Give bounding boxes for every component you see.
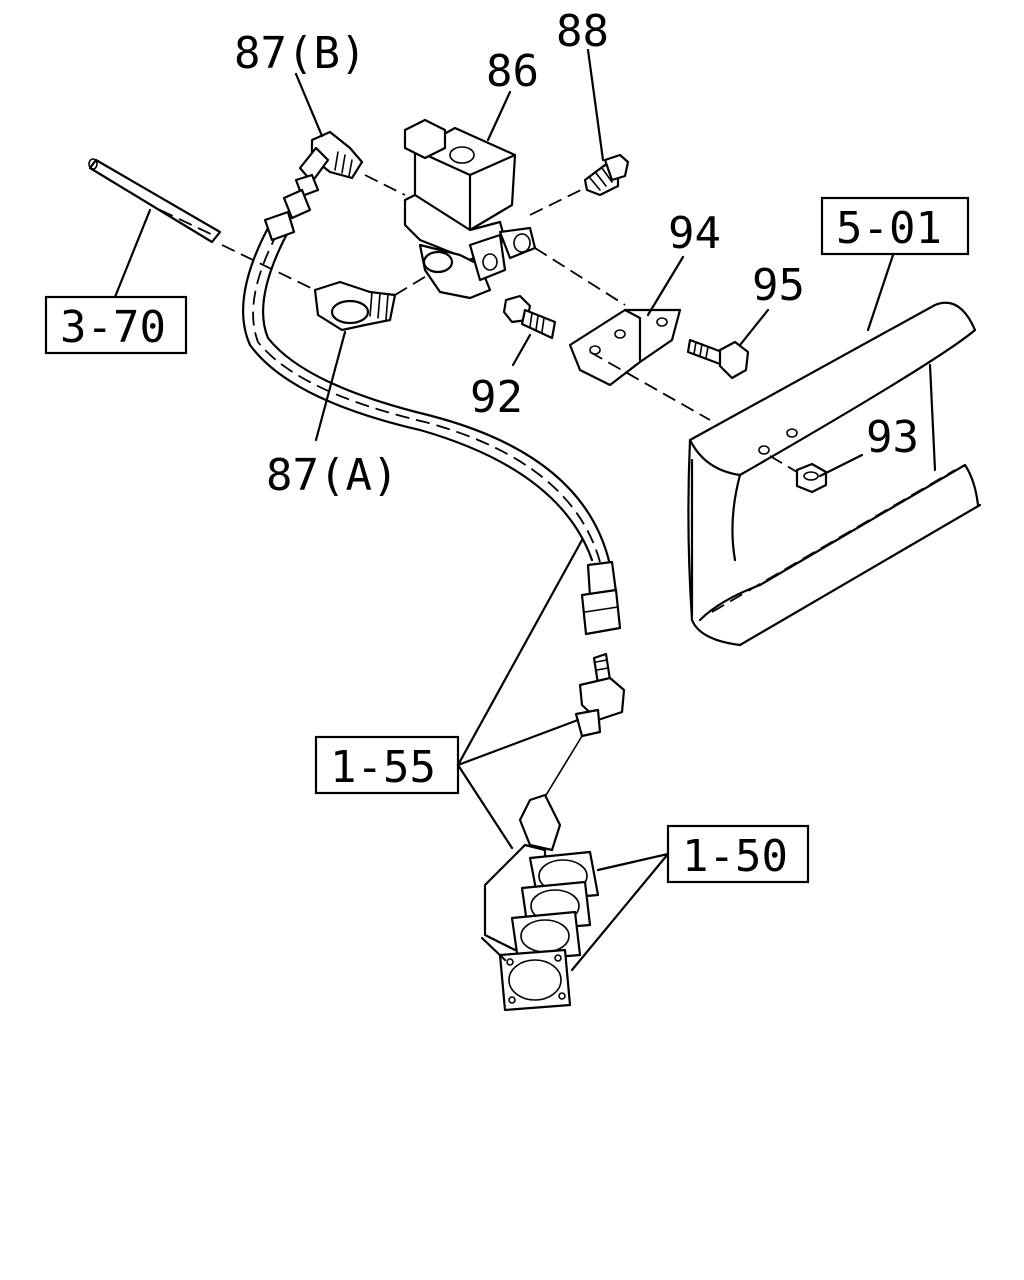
bolt-92 — [502, 294, 557, 340]
label-88: 88 — [556, 6, 609, 57]
ref-box-1-55 — [314, 735, 460, 795]
ref-box-5-01 — [820, 196, 970, 256]
ref-box-1-50 — [666, 824, 810, 884]
bracket-94 — [568, 308, 711, 421]
label-87b: 87(B) — [234, 28, 366, 79]
label-95: 95 — [752, 260, 805, 311]
leader-lines — [113, 48, 895, 972]
cylinder-assembly — [483, 735, 600, 1012]
ref-label-3-70: 3-70 — [60, 302, 166, 353]
solenoid-valve-86 — [364, 118, 626, 306]
pipe-3-70 — [88, 158, 316, 291]
plug-88 — [583, 153, 630, 197]
ref-label-5-01: 5-01 — [836, 203, 942, 254]
ref-box-3-70 — [44, 295, 188, 355]
elbow-fitting-87b — [294, 130, 364, 198]
label-86: 86 — [486, 46, 539, 97]
label-93: 93 — [866, 412, 919, 463]
tee-fitting — [574, 652, 626, 738]
bolt-95 — [686, 338, 750, 380]
hose — [242, 188, 622, 636]
label-94: 94 — [668, 208, 721, 259]
frame-rail — [687, 301, 982, 647]
ref-label-1-55: 1-55 — [330, 742, 436, 793]
label-92: 92 — [470, 372, 523, 423]
elbow-fitting-87a — [313, 280, 397, 332]
nut-93 — [769, 455, 828, 494]
ref-label-1-50: 1-50 — [682, 831, 788, 882]
label-87a: 87(A) — [266, 450, 398, 501]
